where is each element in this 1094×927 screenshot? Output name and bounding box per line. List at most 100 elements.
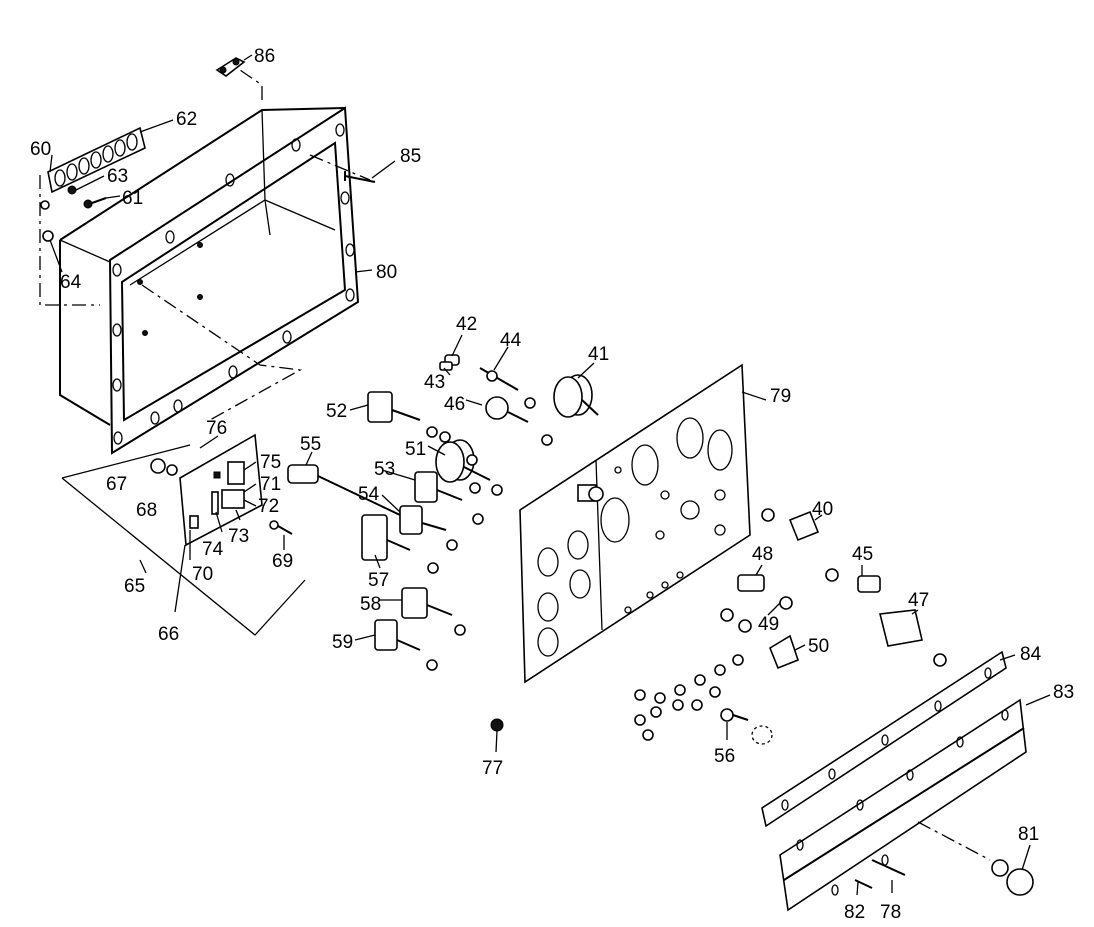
potentiometer-46 [485,396,529,423]
callout-41: 41 [588,344,609,365]
alignment-line-box [141,284,303,421]
latch-81 [917,821,1034,896]
callout-53: 53 [374,459,395,480]
front-panel [519,363,751,684]
panel-connector [577,484,604,502]
callout-labels: 86 62 60 63 61 64 85 80 42 43 44 41 79 5… [30,46,1074,923]
screw-85 [344,171,376,183]
coupler-42-43 [439,354,460,371]
alignment-line-85 [309,154,371,181]
enclosure-corner-edge [59,239,111,263]
knob-41 [553,374,599,418]
callout-54: 54 [358,484,380,505]
callout-66: 66 [158,624,179,645]
washer-60 [40,200,50,210]
shaft-44 [479,367,519,391]
callout-74: 74 [202,539,224,560]
knob-51 [435,439,491,483]
callout-61: 61 [122,188,143,209]
callout-60: 60 [30,139,51,160]
callout-70: 70 [192,564,213,585]
callout-84: 84 [1020,644,1042,665]
screw-64 [42,230,54,242]
callout-67: 67 [106,474,127,495]
callout-43: 43 [424,372,445,393]
component-71 [213,471,221,479]
callout-47: 47 [908,590,929,611]
component-70 [189,515,199,529]
enclosure-box [39,69,371,455]
callout-80: 80 [376,262,397,283]
alignment-line-86 [239,69,263,100]
leader-lines [49,54,1051,896]
callout-83: 83 [1053,682,1074,703]
callout-81: 81 [1018,824,1039,845]
callout-79: 79 [770,386,791,407]
relay-75 [227,461,245,485]
callout-57: 57 [368,570,389,591]
enclosure-inner-floor [129,199,336,286]
callout-44: 44 [500,330,522,351]
toggle-47 [879,609,923,647]
hardware-nuts [426,397,947,741]
callout-48: 48 [752,544,773,565]
callout-58: 58 [360,594,381,615]
callout-86: 86 [254,46,275,67]
clip-86 [215,57,246,77]
callout-51: 51 [405,439,426,460]
enclosure-top-edge [59,107,346,241]
callout-77: 77 [482,758,503,779]
callout-85: 85 [400,146,421,167]
screw-78 [871,859,906,876]
gasket-strip [761,650,1007,828]
circuit-board-assembly [61,433,306,636]
callout-55: 55 [300,434,321,455]
panel-holes [537,417,733,657]
switch-53 [414,471,463,503]
switch-57 [361,514,411,561]
callout-69: 69 [272,551,293,572]
enclosure-back-edge [261,109,271,236]
component-74 [211,491,219,515]
callout-62: 62 [176,109,197,130]
enclosure-left-edge [59,240,111,426]
board-bracket-outline [61,477,306,636]
screw-69 [269,520,293,535]
knob-40 [788,510,820,542]
switch-59 [374,619,421,651]
relay-72 [221,489,245,509]
callout-75: 75 [260,452,281,473]
switch-54 [399,505,447,535]
nut-77 [490,718,504,732]
callout-52: 52 [326,401,347,422]
callout-71: 71 [260,474,281,495]
callout-42: 42 [456,314,477,335]
potentiometer-55 [287,464,401,516]
callout-50: 50 [808,636,829,657]
knob-50 [769,634,799,670]
spacer-67 [150,458,166,474]
callout-40: 40 [812,499,833,520]
callout-68: 68 [136,500,157,521]
callout-45: 45 [852,544,873,565]
washer-68 [166,464,178,476]
piano-hinge [779,698,1027,912]
callout-78: 78 [880,902,901,923]
callout-82: 82 [844,902,865,923]
callout-72: 72 [258,496,279,517]
terminal-strip [47,126,146,194]
screw-63 [67,185,85,195]
callout-56: 56 [714,746,735,767]
callout-76: 76 [206,418,227,439]
callout-59: 59 [332,632,353,653]
callout-63: 63 [107,166,128,187]
alignment-line-60 [39,175,100,306]
indicator-48 [737,574,793,610]
flange-holes [112,123,355,445]
jack-45 [825,568,881,593]
enclosure-flange-outer [108,106,360,455]
screw-56 [720,708,773,745]
switch-58 [401,587,453,619]
